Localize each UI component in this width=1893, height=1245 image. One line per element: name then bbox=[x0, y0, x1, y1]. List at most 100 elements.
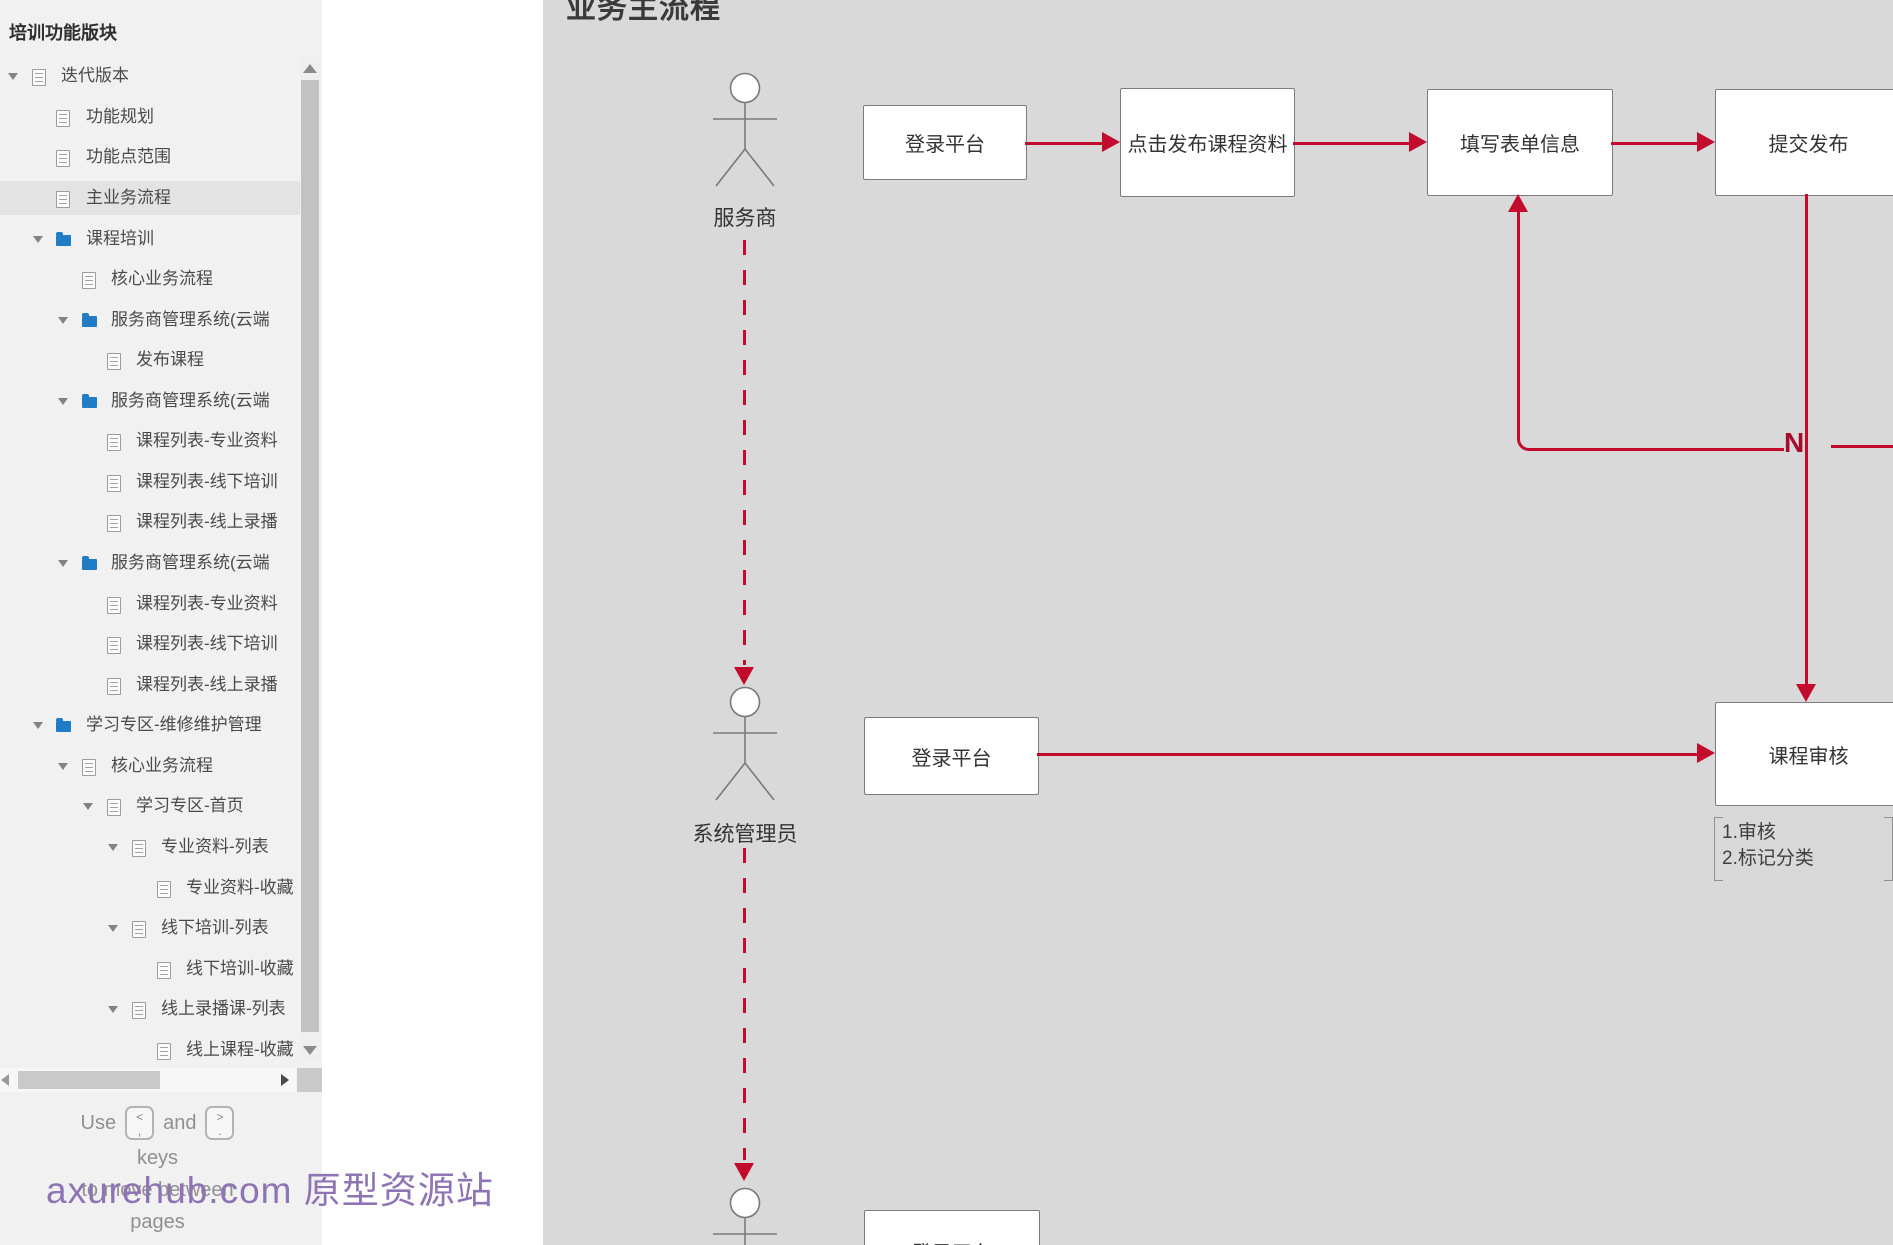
scroll-left-arrow-icon[interactable] bbox=[1, 1074, 9, 1086]
scroll-up-arrow-icon[interactable] bbox=[303, 64, 317, 73]
page-icon bbox=[157, 1043, 171, 1060]
tree-item-materials-favorite[interactable]: 专业资料-收藏 bbox=[0, 871, 300, 905]
sidebar-vertical-scrollbar[interactable] bbox=[300, 56, 320, 1060]
tree-item-materials-list[interactable]: 专业资料-列表 bbox=[0, 830, 300, 864]
scroll-right-arrow-icon[interactable] bbox=[281, 1074, 289, 1086]
arrowhead-right-icon bbox=[1102, 132, 1120, 152]
tree-item-main-business-flow[interactable]: 主业务流程 bbox=[0, 181, 300, 215]
tree-item-learning-home[interactable]: 学习专区-首页 bbox=[0, 789, 300, 823]
tree-item-feature-plan[interactable]: 功能规划 bbox=[0, 100, 300, 134]
collapse-arrow-icon[interactable] bbox=[108, 844, 118, 851]
tree-item-label: 服务商管理系统(云端 bbox=[111, 391, 270, 410]
tree-item-publish-course[interactable]: 发布课程 bbox=[0, 343, 300, 377]
collapse-arrow-icon[interactable] bbox=[8, 73, 18, 80]
page-icon bbox=[157, 962, 171, 979]
arrowhead-right-icon bbox=[1409, 132, 1427, 152]
tree-item-label: 功能点范围 bbox=[86, 147, 171, 166]
sidebar-horizontal-scrollbar[interactable] bbox=[0, 1068, 322, 1092]
review-note-line2: 2.标记分类 bbox=[1722, 848, 1814, 869]
tree-item-label: 服务商管理系统(云端 bbox=[111, 553, 270, 572]
tree-item-label: 课程列表-线下培训 bbox=[136, 634, 278, 653]
actor-service-provider-label: 服务商 bbox=[713, 207, 777, 230]
connector bbox=[1831, 445, 1893, 448]
collapse-arrow-icon[interactable] bbox=[108, 925, 118, 932]
page-icon bbox=[32, 69, 46, 86]
horizontal-scrollbar-thumb[interactable] bbox=[18, 1071, 160, 1089]
page-icon bbox=[56, 110, 70, 127]
page-icon bbox=[56, 191, 70, 208]
next-key-icon: >. bbox=[205, 1106, 235, 1140]
tree-item-label: 线下培训-收藏 bbox=[186, 959, 294, 978]
tree-item-label: 课程列表-线下培训 bbox=[136, 472, 278, 491]
tree-item-online-list[interactable]: 线上录播课-列表 bbox=[0, 992, 300, 1026]
actor-bottom-icon bbox=[713, 1187, 777, 1245]
flow-step-fill-form: 填写表单信息 bbox=[1427, 89, 1613, 196]
collapse-arrow-icon[interactable] bbox=[83, 803, 93, 810]
hint-keys-text: keys bbox=[136, 1147, 179, 1169]
tree-item-offline-list[interactable]: 线下培训-列表 bbox=[0, 911, 300, 945]
collapse-arrow-icon[interactable] bbox=[58, 317, 68, 324]
page-title: 业务主流程 bbox=[566, 0, 721, 25]
tree-item-label: 课程列表-线上录播 bbox=[136, 512, 278, 531]
collapse-arrow-icon[interactable] bbox=[58, 763, 68, 770]
tree-item-core-flow[interactable]: 核心业务流程 bbox=[0, 262, 300, 296]
page-icon bbox=[82, 272, 96, 289]
tree-item-course-list-materials[interactable]: 课程列表-专业资料 bbox=[0, 424, 300, 458]
tree-item-course-training[interactable]: 课程培训 bbox=[0, 222, 300, 256]
collapse-arrow-icon[interactable] bbox=[58, 560, 68, 567]
arrowhead-down-icon bbox=[734, 1163, 754, 1181]
page-icon bbox=[107, 515, 121, 532]
tree-item-provider-system[interactable]: 服务商管理系统(云端 bbox=[0, 546, 300, 580]
page-icon bbox=[107, 637, 121, 654]
page-icon bbox=[107, 799, 121, 816]
folder-icon bbox=[82, 394, 97, 408]
connector bbox=[1611, 142, 1699, 145]
tree-item-course-list-offline[interactable]: 课程列表-线下培训 bbox=[0, 465, 300, 499]
tree-item-feature-scope[interactable]: 功能点范围 bbox=[0, 140, 300, 174]
hint-use-text: Use bbox=[80, 1111, 117, 1134]
connector bbox=[1293, 142, 1411, 145]
actor-service-provider-icon bbox=[713, 72, 777, 187]
page-icon bbox=[107, 678, 121, 695]
arrowhead-down-icon bbox=[1796, 684, 1816, 702]
flow-step-login-2: 登录平台 bbox=[864, 717, 1039, 795]
collapse-arrow-icon[interactable] bbox=[33, 722, 43, 729]
tree-item-course-list-offline[interactable]: 课程列表-线下培训 bbox=[0, 627, 300, 661]
tree-item-label: 服务商管理系统(云端 bbox=[111, 310, 270, 329]
tree-item-label: 核心业务流程 bbox=[111, 269, 213, 288]
tree-item-label: 专业资料-列表 bbox=[161, 837, 269, 856]
flow-step-login-3: 登录平台 bbox=[864, 1210, 1040, 1245]
tree-item-label: 线下培训-列表 bbox=[161, 918, 269, 937]
tree-item-online-favorite[interactable]: 线上课程-收藏 bbox=[0, 1033, 300, 1064]
tree-item-label: 发布课程 bbox=[136, 350, 204, 369]
scrollbar-corner bbox=[297, 1068, 322, 1092]
arrowhead-right-icon bbox=[1697, 743, 1715, 763]
page-icon bbox=[157, 881, 171, 898]
collapse-arrow-icon[interactable] bbox=[33, 236, 43, 243]
page-icon bbox=[107, 475, 121, 492]
tree-item-core-flow[interactable]: 核心业务流程 bbox=[0, 749, 300, 783]
tree-item-course-list-online[interactable]: 课程列表-线上录播 bbox=[0, 668, 300, 702]
tree-item-label: 课程列表-专业资料 bbox=[136, 594, 278, 613]
tree-item-label: 线上录播课-列表 bbox=[161, 999, 286, 1018]
vertical-scrollbar-thumb[interactable] bbox=[301, 80, 319, 1032]
tree-item-course-list-materials[interactable]: 课程列表-专业资料 bbox=[0, 587, 300, 621]
tree-item-learning-zone[interactable]: 学习专区-维修维护管理 bbox=[0, 708, 300, 742]
tree-item-course-list-online[interactable]: 课程列表-线上录播 bbox=[0, 505, 300, 539]
tree-item-iteration-version[interactable]: 迭代版本 bbox=[0, 59, 300, 93]
arrowhead-up-icon bbox=[1508, 194, 1528, 212]
hint-between-text: to move between bbox=[81, 1179, 234, 1201]
collapse-arrow-icon[interactable] bbox=[108, 1006, 118, 1013]
page-icon bbox=[132, 921, 146, 938]
hint-and-text: and bbox=[163, 1111, 197, 1134]
lifeline-dashed-connector bbox=[743, 848, 746, 1160]
collapse-arrow-icon[interactable] bbox=[58, 398, 68, 405]
tree-item-provider-system[interactable]: 服务商管理系统(云端 bbox=[0, 384, 300, 418]
scroll-down-arrow-icon[interactable] bbox=[303, 1046, 317, 1055]
tree-item-offline-favorite[interactable]: 线下培训-收藏 bbox=[0, 952, 300, 986]
diagram-canvas bbox=[543, 0, 1893, 1245]
page-icon bbox=[132, 840, 146, 857]
tree-item-provider-system[interactable]: 服务商管理系统(云端 bbox=[0, 303, 300, 337]
tree-item-label: 核心业务流程 bbox=[111, 756, 213, 775]
